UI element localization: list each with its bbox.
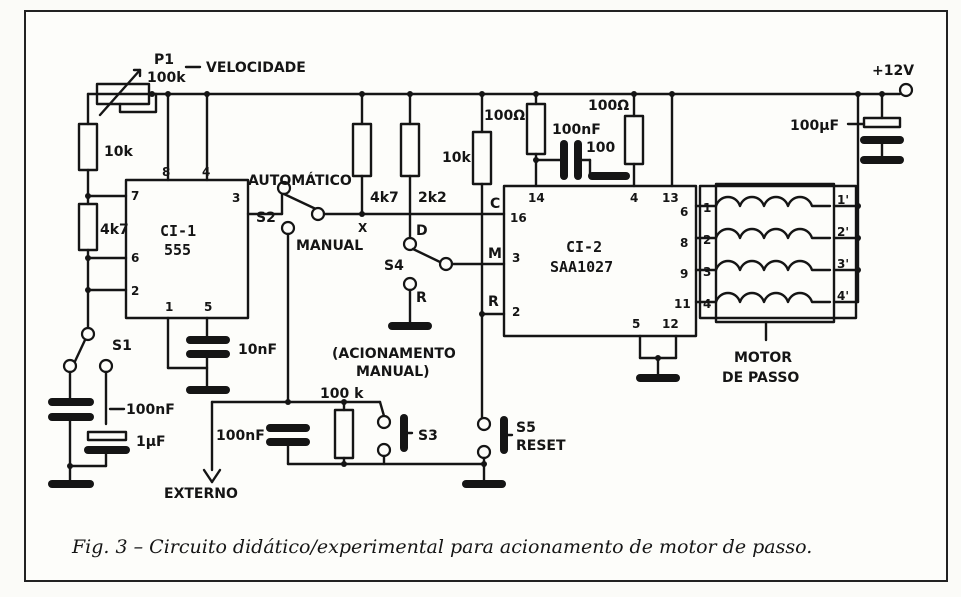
c-100nf-ext xyxy=(266,424,486,467)
ci2-pin-9: 9 xyxy=(680,267,688,281)
ci2-pin-4: 4 xyxy=(630,191,638,205)
left-resistor-chain xyxy=(77,92,128,332)
coil-3p: 3' xyxy=(837,257,849,271)
figure-caption: Fig. 3 – Circuito didático/experimental … xyxy=(72,536,813,558)
r-10k-mid xyxy=(471,91,506,422)
ci1-name: CI-1 xyxy=(160,222,196,240)
external-input xyxy=(202,399,382,484)
p1-value: 100k xyxy=(147,70,186,86)
r-input-label: R xyxy=(488,294,499,310)
c-100nf-top-label: 100nF xyxy=(552,122,601,138)
r-100ohm-b-label: 100Ω xyxy=(588,98,629,114)
motor-label-2: DE PASSO xyxy=(722,370,799,386)
ci1-pin-8: 8 xyxy=(162,165,170,179)
m-input-label: M xyxy=(488,246,502,262)
ci1-pin-1: 1 xyxy=(165,300,173,314)
c-10nf-label: 10nF xyxy=(238,342,277,358)
c-100-top-label: 100 xyxy=(586,140,615,156)
ci2-name: CI-2 xyxy=(566,238,602,256)
s3-pushbutton xyxy=(376,400,414,466)
s4-switch xyxy=(388,236,506,330)
s1-switch xyxy=(62,326,114,426)
r-2k2-label: 2k2 xyxy=(418,190,447,206)
c-100uf-label: 100µF xyxy=(790,118,839,134)
ci2-pin-13: 13 xyxy=(662,191,679,205)
r-10k-left-label: 10k xyxy=(104,144,133,160)
ci2-pin-8: 8 xyxy=(680,236,688,250)
acionamento-label-2: MANUAL) xyxy=(356,364,430,380)
r-4k7-mid-label: 4k7 xyxy=(370,190,399,206)
x-label: X xyxy=(358,221,368,235)
ci2-pin-16: 16 xyxy=(510,211,527,225)
ci1-part: 555 xyxy=(164,241,191,259)
r-2k2 xyxy=(399,91,421,242)
r-10k-mid-label: 10k xyxy=(442,150,471,166)
c-100nf-top xyxy=(560,140,630,180)
r-100ohm-b xyxy=(623,91,645,188)
reset-label: RESET xyxy=(516,438,566,454)
ci1-pin-3: 3 xyxy=(232,191,240,205)
stepper-motor xyxy=(694,91,861,342)
supply-voltage-label: +12V xyxy=(872,63,914,79)
ci2-pin-2: 2 xyxy=(512,305,520,319)
s4-label: S4 xyxy=(384,258,404,274)
ci2-pin-5: 5 xyxy=(632,317,640,331)
r-100k-ext xyxy=(333,400,355,466)
c-100uf xyxy=(860,91,904,164)
ci2-pin-14: 14 xyxy=(528,191,545,205)
r-100ohm-a-label: 100Ω xyxy=(484,108,525,124)
r-4k7-left-label: 4k7 xyxy=(100,222,129,238)
motor-label-1: MOTOR xyxy=(734,350,792,366)
ci1-pin-2: 2 xyxy=(131,284,139,298)
ci2-pin-11: 11 xyxy=(674,297,691,311)
c-1uf-label: 1µF xyxy=(136,434,166,450)
coil-2: 2 xyxy=(703,233,711,247)
s2-label: S2 xyxy=(256,210,276,226)
p1-function: VELOCIDADE xyxy=(206,60,306,76)
coil-4p: 4' xyxy=(837,289,849,303)
c-input-label: C xyxy=(490,196,500,212)
p1-name: P1 xyxy=(154,52,174,68)
r-100ohm-a xyxy=(525,91,564,188)
manual-label: MANUAL xyxy=(296,238,363,254)
coil-1: 1 xyxy=(703,201,711,215)
externo-label: EXTERNO xyxy=(164,486,238,502)
ci1-pin-7: 7 xyxy=(131,189,139,203)
coil-4: 4 xyxy=(703,297,711,311)
supply-rail xyxy=(86,82,914,98)
r-4k7-mid xyxy=(351,91,373,216)
ci1-555-chip xyxy=(124,91,284,370)
c-10nf xyxy=(186,336,230,394)
c-100nf-left xyxy=(48,398,94,486)
s2-switch xyxy=(276,180,506,404)
c-1uf xyxy=(48,430,130,488)
ci2-part: SAA1027 xyxy=(550,258,613,276)
coil-1p: 1' xyxy=(837,193,849,207)
c-100nf-left-label: 100nF xyxy=(126,402,175,418)
s1-label: S1 xyxy=(112,338,132,354)
acionamento-label-1: (ACIONAMENTO xyxy=(332,346,456,362)
s3-label: S3 xyxy=(418,428,438,444)
p1-potentiometer xyxy=(95,68,158,117)
ci2-saa1027-chip xyxy=(502,184,698,382)
coil-2p: 2' xyxy=(837,225,849,239)
d-label: D xyxy=(416,223,428,239)
ci1-pin-5: 5 xyxy=(204,300,212,314)
s5-reset-pushbutton xyxy=(462,416,514,488)
c-100nf-ext-label: 100nF xyxy=(216,428,265,444)
ci2-pin-6: 6 xyxy=(680,205,688,219)
ci2-pin-12: 12 xyxy=(662,317,679,331)
r-switch-label: R xyxy=(416,290,427,306)
ci2-pin-3: 3 xyxy=(512,251,520,265)
r-100k-ext-label: 100 k xyxy=(320,386,364,402)
ci1-pin-4: 4 xyxy=(202,165,210,179)
s5-label: S5 xyxy=(516,420,536,436)
automatico-label: AUTOMÁTICO xyxy=(248,172,352,189)
ci1-pin-6: 6 xyxy=(131,251,139,265)
coil-3: 3 xyxy=(703,265,711,279)
